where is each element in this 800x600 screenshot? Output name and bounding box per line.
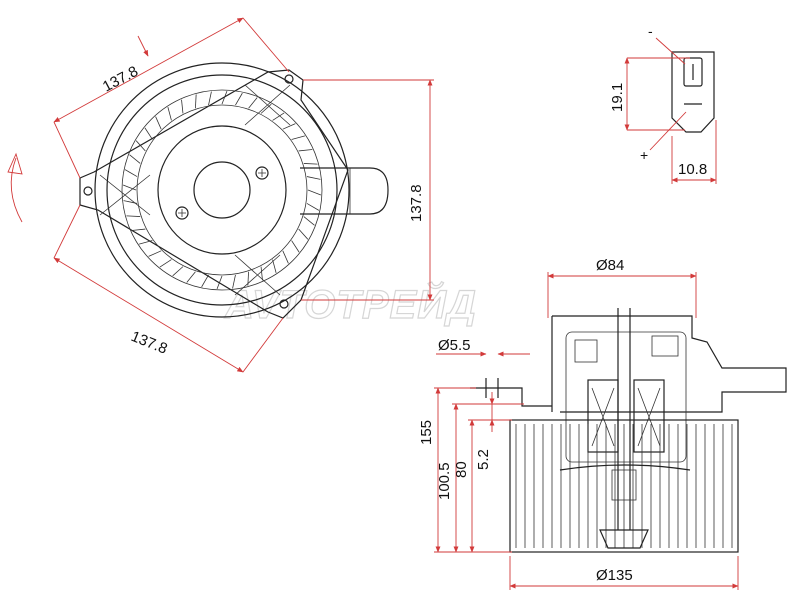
fan-fin xyxy=(181,99,184,114)
fan-fin xyxy=(272,112,285,121)
watermark-text: AVTOTPEЙД xyxy=(224,280,477,327)
rotation-arrow-icon xyxy=(7,152,23,175)
fan-fin xyxy=(291,135,306,140)
dim-lower-label: 137.8 xyxy=(129,328,170,358)
fan-fin xyxy=(129,154,141,164)
dia-bottom-label: Ø135 xyxy=(596,567,633,584)
dim-upper-label: 137.8 xyxy=(100,63,141,96)
fan-fin xyxy=(307,189,322,196)
fan-fin xyxy=(260,103,272,114)
height-5-label: 5.2 xyxy=(475,449,492,470)
fan-fin xyxy=(135,140,146,152)
fan-fin xyxy=(272,259,277,274)
minus-sign: - xyxy=(648,23,653,39)
fan-fin xyxy=(291,240,300,253)
fan-fin xyxy=(124,169,138,177)
fan-fin xyxy=(186,271,196,283)
dia-top-label: Ø84 xyxy=(596,257,624,274)
fan-fin xyxy=(144,127,153,140)
dia-shaft-label: Ø5.5 xyxy=(438,337,471,354)
fan-fin xyxy=(159,259,172,268)
fan-fin xyxy=(306,176,321,180)
connector-height-label: 19.1 xyxy=(609,83,626,112)
screw-icon xyxy=(175,206,189,220)
connector-width-label: 10.8 xyxy=(678,161,707,178)
fan-fin xyxy=(298,228,309,240)
screw-icon xyxy=(255,166,269,180)
fan-fin xyxy=(298,149,313,152)
connector-view: 19.1 10.8 - + xyxy=(609,23,717,184)
fan-fin xyxy=(282,250,289,264)
height-80-label: 80 xyxy=(453,461,470,478)
fan-fin xyxy=(201,274,209,288)
fan-fin xyxy=(155,116,162,130)
dim-right-label: 137.8 xyxy=(408,184,425,222)
fan-fin xyxy=(148,250,162,257)
fan-fin xyxy=(208,91,212,106)
height-100-label: 100.5 xyxy=(436,462,453,500)
fan-fin xyxy=(303,216,315,226)
fan-fin xyxy=(306,203,320,211)
height-total-label: 155 xyxy=(418,420,435,445)
fan-fin xyxy=(167,106,172,121)
fan-fin xyxy=(172,266,184,277)
fan-fin xyxy=(282,123,296,130)
plus-sign: + xyxy=(640,147,648,163)
fan-fin xyxy=(235,92,243,106)
fan-fin xyxy=(303,163,318,165)
fan-fin xyxy=(131,228,146,231)
side-view: Ø84 Ø5.5 Ø135 155 100.5 80 5.2 xyxy=(418,257,787,590)
fan-fin xyxy=(126,215,141,217)
fan-fin xyxy=(260,266,263,281)
fan-fin xyxy=(195,94,197,109)
fan-fin xyxy=(122,184,137,191)
fan-fin xyxy=(248,97,258,109)
fan-fin xyxy=(138,240,153,245)
